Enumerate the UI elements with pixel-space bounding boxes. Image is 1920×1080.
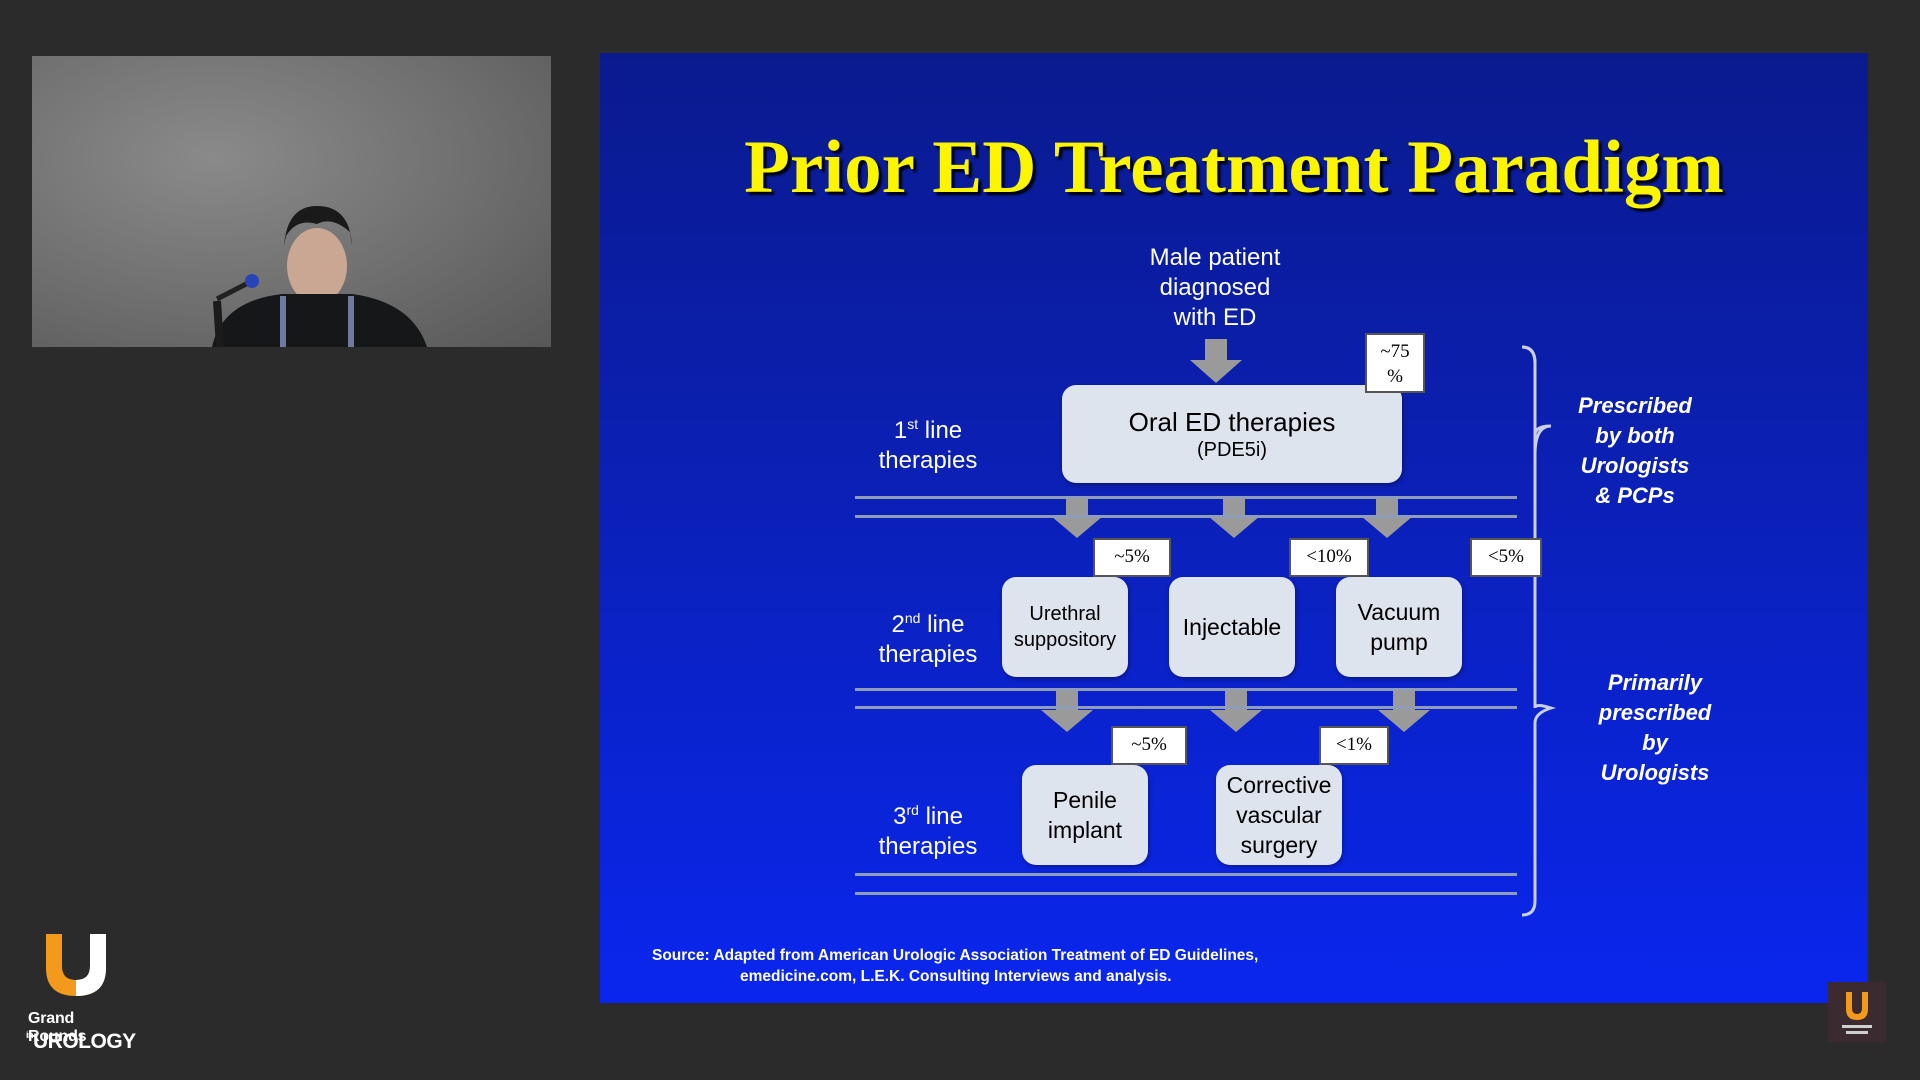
presentation-slide: Prior ED Treatment Paradigm Male patient… bbox=[600, 53, 1868, 1003]
brand-name-line2: inUROLOGY bbox=[26, 1030, 136, 1053]
implant-pct-label: ~5% bbox=[1111, 726, 1187, 765]
vacuum-pump-box: Vacuum pump bbox=[1336, 577, 1462, 677]
prescribed-both-note: Prescribed by both Urologists & PCPs bbox=[1578, 393, 1692, 508]
start-node: Male patient diagnosed with ED bbox=[1149, 244, 1281, 331]
first-line-label: 1st line therapies bbox=[878, 416, 978, 474]
brand-logo: Grand Rounds inUROLOGY bbox=[22, 930, 136, 1055]
brand-logo-icon bbox=[46, 934, 106, 996]
divider-2b bbox=[855, 706, 1517, 709]
oral-therapies-box: Oral ED therapies (PDE5i) bbox=[1062, 385, 1402, 483]
divider-2a bbox=[855, 688, 1517, 691]
slide-source: Source: Adapted from American Urologic A… bbox=[652, 947, 1259, 985]
vacuum-pct-label: <5% bbox=[1470, 538, 1542, 577]
divider-1a bbox=[855, 496, 1517, 499]
third-line-label: 3rd line therapies bbox=[878, 802, 978, 860]
slide-title: Prior ED Treatment Paradigm bbox=[744, 126, 1724, 209]
second-line-label: 2nd line therapies bbox=[878, 610, 978, 668]
oral-pct-label: ~75 % bbox=[1365, 333, 1425, 393]
injectable-box: Injectable bbox=[1169, 577, 1295, 677]
injectable-pct-label: <10% bbox=[1289, 538, 1369, 577]
prescribed-urologists-note: Primarily prescribed by Urologists bbox=[1598, 670, 1712, 785]
penile-implant-box: Penile implant bbox=[1022, 765, 1148, 865]
divider-3a bbox=[855, 873, 1517, 876]
brand-logo-icon bbox=[1842, 992, 1872, 1034]
divider-1b bbox=[855, 515, 1517, 518]
vascular-surgery-box: Corrective vascular surgery bbox=[1216, 765, 1342, 865]
divider-3b bbox=[855, 892, 1517, 895]
brand-name-line1: Grand Rounds bbox=[28, 1010, 87, 1045]
urethral-suppository-box: Urethral suppository bbox=[1002, 577, 1128, 677]
vascular-pct-label: <1% bbox=[1319, 726, 1389, 765]
urethral-pct-label: ~5% bbox=[1093, 538, 1171, 577]
corner-brand-logo bbox=[1828, 982, 1886, 1042]
speaker-video bbox=[32, 56, 551, 347]
brace-icon bbox=[1521, 345, 1557, 917]
speaker-figure bbox=[212, 206, 427, 347]
